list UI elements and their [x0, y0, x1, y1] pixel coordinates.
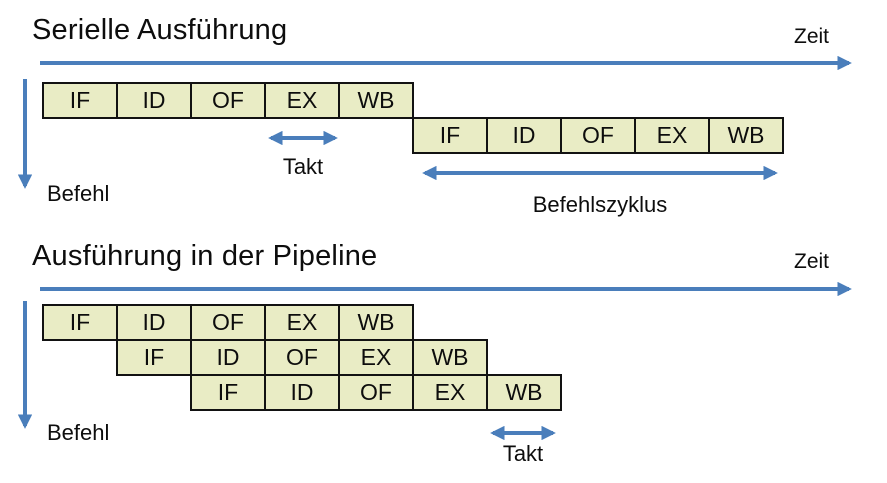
stage-cell-of: OF [190, 304, 266, 341]
stage-cell-if: IF [412, 117, 488, 154]
pipeline-clock-label: Takt [502, 441, 544, 466]
stage-cell-id: ID [486, 117, 562, 154]
serial-section-title: Serielle Ausführung [32, 14, 288, 46]
stage-cell-wb: WB [412, 339, 488, 376]
stage-cell-if: IF [42, 82, 118, 119]
stage-cell-wb: WB [338, 304, 414, 341]
stage-cell-if: IF [116, 339, 192, 376]
stage-cell-id: ID [116, 304, 192, 341]
stage-cell-ex: EX [412, 374, 488, 411]
serial-clock-label: Takt [282, 154, 324, 179]
stage-cell-if: IF [42, 304, 118, 341]
stage-cell-ex: EX [634, 117, 710, 154]
stage-cell-id: ID [116, 82, 192, 119]
pipeline-instruction-3-row: IF ID OF EX WB [190, 374, 562, 411]
pipeline-time-axis-label: Zeit [794, 250, 830, 273]
stage-cell-of: OF [190, 82, 266, 119]
pipeline-instruction-2-row: IF ID OF EX WB [116, 339, 488, 376]
serial-instruction-axis-label: Befehl [47, 181, 110, 206]
stage-cell-id: ID [190, 339, 266, 376]
pipeline-section-title: Ausführung in der Pipeline [32, 240, 378, 272]
serial-instruction-2-row: IF ID OF EX WB [412, 117, 784, 154]
pipeline-instruction-axis-label: Befehl [47, 420, 110, 445]
stage-cell-ex: EX [264, 304, 340, 341]
stage-cell-ex: EX [264, 82, 340, 119]
stage-cell-id: ID [264, 374, 340, 411]
stage-cell-wb: WB [338, 82, 414, 119]
serial-time-axis-label: Zeit [794, 25, 830, 48]
stage-cell-wb: WB [486, 374, 562, 411]
pipeline-instruction-1-row: IF ID OF EX WB [42, 304, 414, 341]
stage-cell-of: OF [264, 339, 340, 376]
stage-cell-if: IF [190, 374, 266, 411]
instruction-cycle-label: Befehlszyklus [532, 192, 668, 217]
stage-cell-of: OF [338, 374, 414, 411]
stage-cell-wb: WB [708, 117, 784, 154]
stage-cell-of: OF [560, 117, 636, 154]
serial-instruction-1-row: IF ID OF EX WB [42, 82, 414, 119]
stage-cell-ex: EX [338, 339, 414, 376]
